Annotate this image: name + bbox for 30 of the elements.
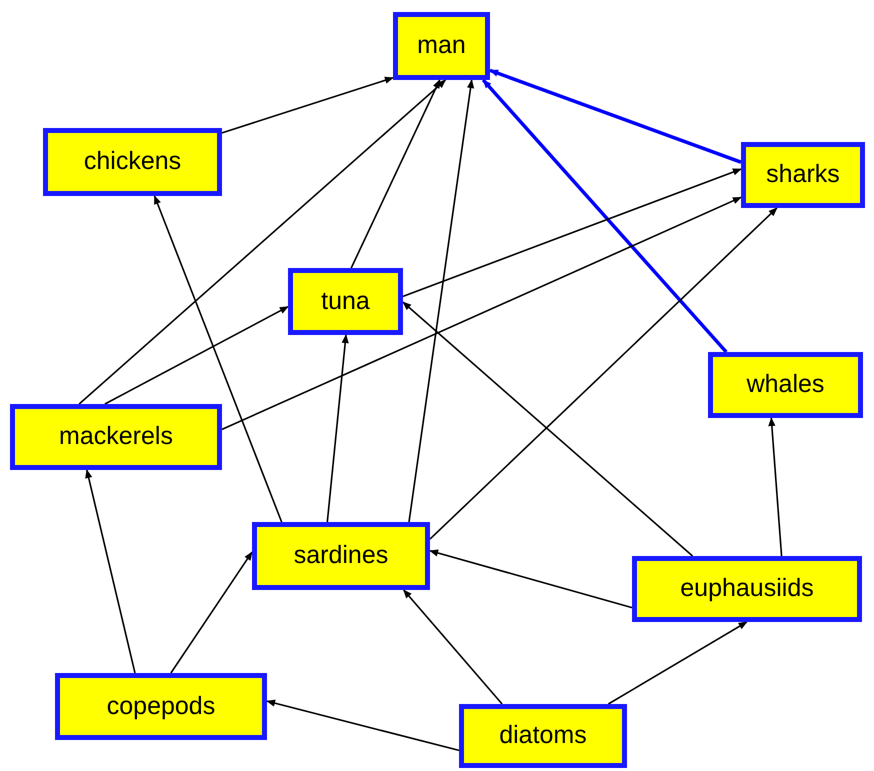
arrow xyxy=(222,76,394,134)
arrow xyxy=(78,79,446,405)
arrow xyxy=(429,550,632,608)
arrow xyxy=(266,700,460,752)
species-box: sardines xyxy=(252,522,430,590)
species-box: man xyxy=(393,12,490,80)
species-box: euphausiids xyxy=(632,556,862,622)
arrow xyxy=(85,469,136,674)
arrow xyxy=(154,195,282,522)
species-box: copepods xyxy=(55,673,267,740)
arrow xyxy=(489,68,742,164)
arrow xyxy=(608,621,748,705)
species-box: whales xyxy=(708,352,863,418)
arrow xyxy=(768,417,782,556)
arrow xyxy=(170,551,253,674)
arrow xyxy=(350,79,440,268)
species-box: tuna xyxy=(288,268,403,335)
arrow xyxy=(408,79,474,522)
arrow xyxy=(402,168,742,298)
arrow xyxy=(429,207,778,540)
species-box: sharks xyxy=(741,142,865,208)
arrow xyxy=(403,589,503,705)
species-box: chickens xyxy=(43,128,222,196)
arrow xyxy=(222,196,742,430)
arrow xyxy=(104,306,289,405)
species-box: diatoms xyxy=(459,704,627,768)
arrow xyxy=(402,302,694,557)
species-box: mackerels xyxy=(10,404,222,470)
arrow xyxy=(482,78,728,354)
arrow xyxy=(326,334,349,522)
